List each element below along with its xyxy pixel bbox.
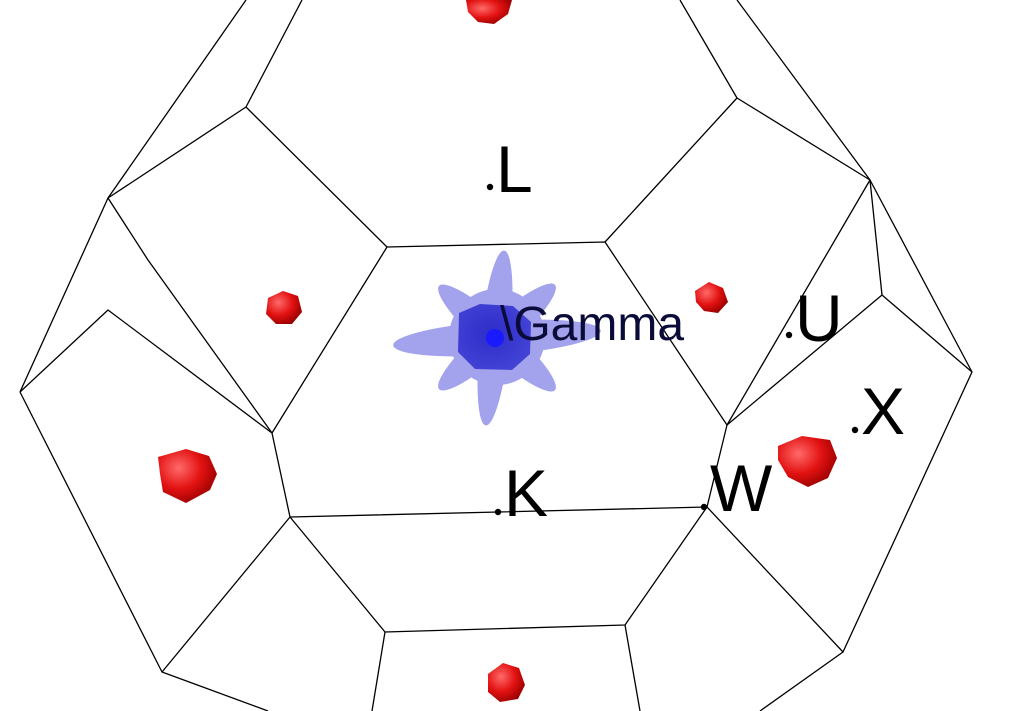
edge-top-left-outer <box>19 0 247 393</box>
edge-right-u <box>726 179 871 426</box>
point-labels: L \Gamma U X K W <box>486 132 905 530</box>
zone-edges <box>19 0 973 711</box>
red-pocket-left-upper <box>266 291 302 324</box>
edge-left-lower <box>19 391 291 673</box>
electron-pockets <box>158 0 837 702</box>
red-pocket-bottom <box>488 663 525 702</box>
label-L: L <box>496 132 533 206</box>
red-pocket-top <box>466 0 512 24</box>
edge-right-square <box>726 97 883 426</box>
point-dot-W <box>700 503 708 511</box>
edge-left-bottom <box>161 671 269 711</box>
edge-upper-right <box>604 0 738 243</box>
point-dot-U <box>785 331 793 339</box>
edge-left-square <box>107 106 273 434</box>
point-dot-K <box>494 508 502 516</box>
point-dot-L <box>486 183 494 191</box>
red-pocket-right-upper <box>695 282 728 313</box>
edge-top-right-outer <box>736 0 973 373</box>
edge-right-mid <box>842 294 973 653</box>
central-blue-pocket <box>393 250 601 426</box>
gamma-dot <box>486 329 504 347</box>
edge-right-lower <box>706 506 844 711</box>
label-X: X <box>861 374 905 448</box>
edge-left-mid <box>19 309 273 434</box>
edge-upper-left <box>245 0 388 248</box>
label-U: U <box>795 281 843 355</box>
red-pocket-left-lower <box>158 449 217 503</box>
edge-bottom-left <box>371 631 386 711</box>
label-K: K <box>504 456 548 530</box>
edge-bottom-right <box>624 624 641 711</box>
point-dot-X <box>851 426 859 434</box>
edge-bottom-hexagon <box>289 506 708 633</box>
label-W: W <box>710 451 773 525</box>
label-gamma: \Gamma <box>500 298 684 351</box>
red-pocket-right-lower <box>778 436 837 487</box>
